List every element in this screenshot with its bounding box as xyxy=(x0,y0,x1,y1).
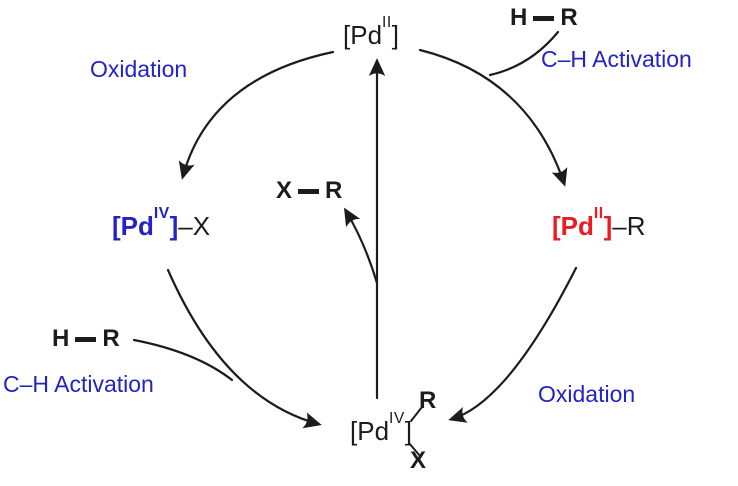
formula-close-bracket: ] xyxy=(404,416,412,446)
complex-pd4-bottom: [PdIV] xyxy=(350,410,412,447)
step-ch-activation-bottom-left: C–H Activation xyxy=(3,371,154,397)
step-oxidation-bottom-right: Oxidation xyxy=(538,381,636,407)
curve-hr-entry-left xyxy=(132,338,234,382)
complex-pd4-x-left: [PdIV]–X xyxy=(112,205,211,242)
atom-label-x: X xyxy=(276,177,293,204)
ligand-r-bottom: R xyxy=(419,387,437,414)
formula-open-bracket: [Pd xyxy=(350,416,390,446)
complex-pd2-top: [PdII] xyxy=(343,14,399,51)
atom-label-r: R xyxy=(325,177,343,204)
arrow-ch-activation-right xyxy=(418,48,568,187)
step-ch-activation-top-right: C–H Activation xyxy=(541,46,692,72)
ligand-x-label: X xyxy=(192,211,211,241)
curve-hr-entry-right xyxy=(488,30,560,77)
bond-dash: – xyxy=(178,211,193,241)
bond-pd-to-r xyxy=(410,406,423,422)
bold-bond xyxy=(533,15,555,21)
step-oxidation-top-left: Oxidation xyxy=(90,56,188,82)
atom-label-h: H xyxy=(510,4,528,31)
ligand-x-bottom: X xyxy=(410,447,427,474)
formula-close-bracket: ] xyxy=(169,211,179,241)
arrow-oxidation-right xyxy=(448,266,578,423)
complex-pd2-r-right: [PdII]–R xyxy=(552,205,646,242)
arrow-oxidation-left xyxy=(178,50,335,180)
arrow-ch-activation-left xyxy=(166,268,322,429)
bold-bond xyxy=(298,188,320,194)
ligand-r-label: R xyxy=(626,211,646,241)
pd2-core-red: [PdII] xyxy=(552,205,613,241)
formula-close-bracket: ] xyxy=(603,211,613,241)
oxidation-state-superscript: IV xyxy=(389,409,405,427)
bond-dash: – xyxy=(612,211,627,241)
bold-bond xyxy=(75,336,97,342)
oxidation-state-superscript: IV xyxy=(153,204,170,222)
atom-label-r: R xyxy=(560,4,578,31)
formula-open-bracket: [Pd xyxy=(112,211,154,241)
formula-open-bracket: [Pd xyxy=(552,211,594,241)
atom-label-h: H xyxy=(52,325,70,352)
oxidation-state-superscript: II xyxy=(593,204,604,222)
bond-pd-to-x xyxy=(408,442,421,457)
product-xr-center: X R xyxy=(276,177,343,204)
atom-label-r: R xyxy=(102,325,120,352)
reagent-hr-left: H R xyxy=(52,325,120,352)
arrow-xr-release xyxy=(343,207,379,285)
formula-close-bracket: ] xyxy=(391,20,399,50)
formula-open-bracket: [Pd xyxy=(343,20,383,50)
oxidation-state-superscript: II xyxy=(382,13,392,31)
reagent-hr-top: H R xyxy=(510,4,578,31)
pd4-core-blue: [PdIV] xyxy=(112,205,179,241)
